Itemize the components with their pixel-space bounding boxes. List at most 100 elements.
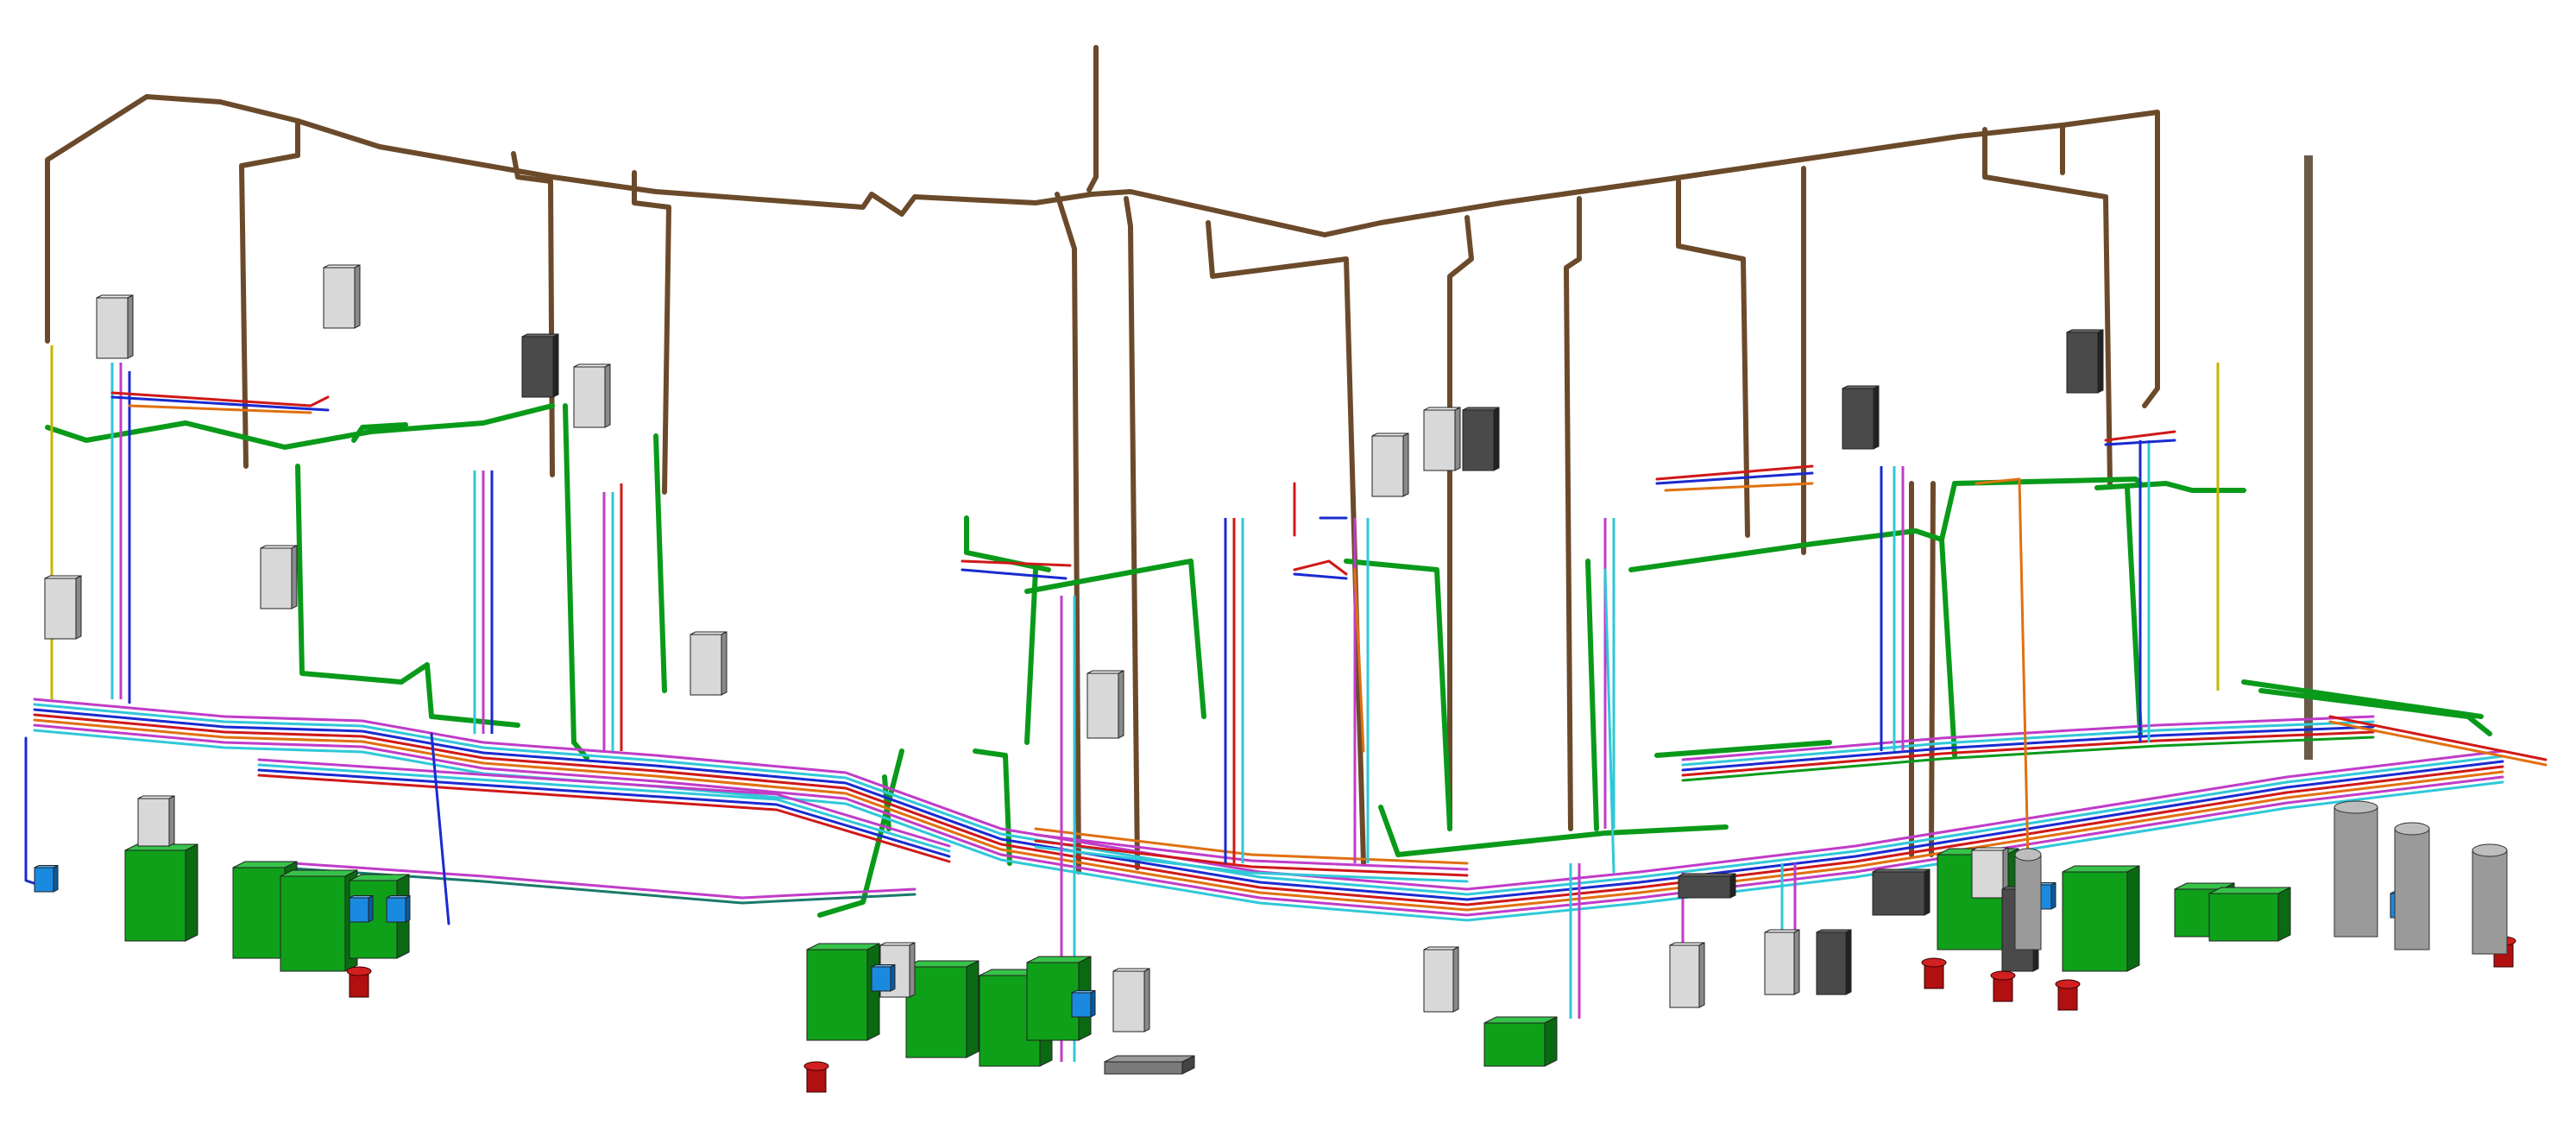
light-panel-12-front [1764,931,1795,995]
equipment-unit-11-side [2277,887,2291,942]
light-panel-5-front [690,634,722,696]
green-pipe-0 [45,403,555,450]
equipment-unit-5-front [905,966,967,1058]
dark-panel-5 [1872,868,1930,916]
light-panel-7-side [1454,407,1461,471]
left-bundle-0 [257,758,951,848]
green-pipe-2 [563,403,589,761]
equipment-unit-2-top [280,869,358,877]
branch-10 [2104,430,2176,442]
dark-panel-2-side [1873,385,1880,450]
branch-11 [2104,439,2176,446]
tank-2-body [2472,849,2508,955]
light-panel-11-front [1669,944,1700,1008]
equipment-unit-9 [2062,865,2140,972]
light-panel-1 [323,264,361,329]
main-bundle-5 [33,723,2504,917]
brown-pipe-2 [1086,45,1099,193]
left-bundle-1 [257,763,951,853]
green-pipe-6 [1024,559,1206,719]
dark-panel-1-front [1462,409,1495,471]
light-panel-13 [1112,968,1150,1032]
green-pipe-10 [1628,528,1957,758]
light-panel-0-side [127,294,134,359]
main-bundle-6 [33,729,2504,922]
branch-2 [128,404,312,414]
light-panel-4 [260,545,298,609]
light-panel-7 [1423,407,1461,471]
brown-pipe-3 [1055,192,1081,875]
right-bundle-0 [1681,715,2375,761]
blue-box-3-front [871,966,891,992]
branch-6 [960,559,1072,567]
tank-1-body [2394,828,2430,950]
branch-3 [1293,559,1348,576]
main-bundle-0 [33,698,2504,891]
equipment-base-plate-top [1104,1055,1195,1063]
blue-box-2-side [405,894,411,923]
dark-panel-0-front [521,336,554,398]
lower-left-run-0 [292,862,916,900]
light-panel-10-side [1452,946,1459,1013]
dark-panel-4-side [1845,929,1852,995]
center-bundle-0 [1034,827,1469,865]
equipment-unit-4 [806,943,880,1041]
light-panel-15-front [1971,849,2004,899]
dark-panel-3-side [2097,329,2104,394]
branch-9 [1664,482,1814,492]
light-panel-1-front [323,267,356,329]
dark-panel-1-side [1493,407,1500,471]
main-bundle-3 [33,713,2504,906]
light-panel-4-side [291,545,298,609]
light-panel-15 [1971,847,2009,899]
green-pipe-20 [1378,805,1729,857]
light-panel-13-side [1143,968,1150,1032]
brown-pipe-7 [1564,196,1582,831]
light-panel-9 [137,795,175,847]
equipment-unit-0-side [185,843,198,942]
blue-box-0 [34,864,59,893]
right-bundle-1 [1681,720,2375,767]
dark-panel-6-front [1678,875,1731,899]
brown-pipe-15 [632,170,671,495]
tank-0 [2334,800,2378,938]
branch-5 [960,568,1068,580]
branch-7 [1655,464,1814,481]
blue-box-2-front [386,897,406,923]
dark-panel-2-front [1842,388,1874,450]
right-bundle-2 [1681,725,2375,772]
equipment-unit-11-front [2208,893,2279,942]
branch-18 [430,732,450,925]
pump-1-cap [803,1061,829,1071]
brown-pipe-10 [1982,127,2113,486]
light-panel-2-front [573,366,606,428]
right-bundle-4 [1681,736,2375,782]
brown-pipe-5 [1206,220,1366,866]
dark-panel-1 [1462,407,1500,471]
brown-pipe-17 [2142,110,2160,408]
light-panel-3-front [44,578,77,640]
light-panel-6-side [1402,433,1409,497]
light-panel-2-side [604,363,611,428]
light-panel-5 [690,631,727,696]
blue-box-3-side [890,963,896,992]
dark-panel-3-front [2066,332,2099,394]
dark-panel-5-front [1872,871,1925,916]
equipment-unit-7 [1026,956,1092,1041]
light-panel-8 [1086,670,1124,739]
light-panel-11-side [1698,942,1705,1008]
blue-box-2 [386,894,411,923]
tank-3 [2014,848,2042,950]
equipment-layer [34,264,2516,1093]
pump-2-cap [1921,957,1947,968]
equipment-unit-11 [2208,887,2291,942]
equipment-unit-0 [124,843,198,942]
tank-3-body [2014,854,2042,950]
equipment-unit-9-side [2126,865,2140,972]
tank-2-top [2472,843,2508,857]
equipment-unit-12-side [1544,1016,1558,1067]
equipment-unit-1-front [232,867,286,959]
green-pipe-3 [653,433,667,693]
brown-pipe-8 [1676,179,1750,538]
dark-panel-2 [1842,385,1880,450]
